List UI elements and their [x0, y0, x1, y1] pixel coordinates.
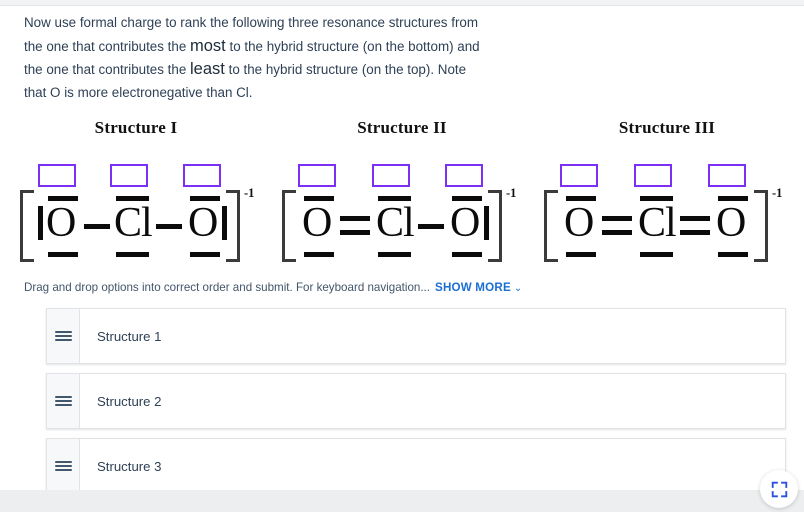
lone-pair-bottom-o2-1	[190, 252, 220, 257]
atom-o-right-1: O	[188, 200, 218, 246]
expand-button[interactable]	[760, 470, 798, 508]
lone-pair-top-o1-3	[566, 196, 596, 201]
atom-cl-1: Cl	[114, 200, 153, 246]
structure-1-formula: -1 O Cl O	[16, 144, 256, 262]
show-more-link[interactable]: SHOW MORE	[435, 281, 511, 294]
bracket-left-1	[20, 190, 34, 262]
structure-3: Structure III -1 O Cl	[542, 118, 792, 262]
prompt-line-4: the top). Note that O is more electroneg…	[24, 62, 467, 100]
list-item-label: Structure 3	[97, 458, 162, 474]
bracket-left-3	[544, 190, 558, 262]
structure-2-answer-boxes	[282, 164, 522, 188]
answer-box-3-3[interactable]	[708, 164, 746, 187]
resonance-structures: Structure I -1 O Cl	[0, 118, 804, 268]
bond-right-1	[156, 224, 182, 229]
bond-left-double-a-3	[602, 216, 632, 221]
lone-pair-top-cl-2	[378, 196, 411, 201]
atom-o-right-3: O	[716, 200, 746, 246]
list-item-label: Structure 1	[97, 328, 162, 344]
lone-pair-bar-right-2	[484, 206, 489, 240]
chevron-down-icon[interactable]: ⌄	[513, 283, 523, 294]
formal-charge-1: -1	[244, 186, 255, 200]
structure-1-answer-boxes	[16, 164, 256, 188]
lone-pair-top-o2-3	[718, 196, 748, 201]
question-page: Now use formal charge to rank the follow…	[0, 6, 804, 490]
drag-drop-instruction: Drag and drop options into correct order…	[24, 281, 522, 294]
lone-pair-bottom-o1-2	[304, 252, 334, 257]
answer-box-1-2[interactable]	[110, 164, 148, 187]
top-strip	[0, 0, 804, 6]
prompt-line-3a: bottom) and the one that contributes the	[24, 38, 480, 78]
lone-pair-top-o1-1	[48, 196, 78, 201]
lone-pair-bottom-cl-3	[640, 252, 673, 257]
atom-cl-2: Cl	[376, 200, 415, 246]
bond-left-double-a-2	[340, 216, 370, 221]
structure-1-title: Structure I	[94, 118, 178, 137]
prompt-line-2b: to the hybrid structure (on the	[225, 38, 405, 54]
formal-charge-3: -1	[772, 186, 783, 200]
bond-right-double-b-3	[680, 230, 710, 235]
drag-handle-icon[interactable]	[47, 439, 80, 490]
lone-pair-bottom-o1-1	[48, 252, 78, 257]
answer-box-3-1[interactable]	[560, 164, 598, 187]
structure-3-formula: -1 O Cl O	[542, 144, 792, 262]
lone-pair-bar-right-1	[222, 206, 227, 240]
prompt-line-3b: to the hybrid structure (on	[224, 62, 382, 77]
lone-pair-top-cl-1	[116, 196, 149, 201]
drag-drop-list: Structure 1 Structure 2 Structure 3	[46, 308, 786, 490]
atom-o-right-2: O	[450, 200, 480, 246]
atom-cl-3: Cl	[638, 200, 677, 246]
drag-handle-icon[interactable]	[47, 374, 80, 428]
lone-pair-bottom-o1-3	[566, 252, 596, 257]
bracket-right-1	[226, 190, 240, 262]
lone-pair-top-cl-3	[640, 196, 673, 201]
lone-pair-top-o2-2	[452, 196, 482, 201]
formal-charge-2: -1	[506, 186, 517, 200]
drag-handle-icon[interactable]	[47, 309, 80, 363]
atom-o-left-1: O	[46, 200, 76, 246]
bracket-right-3	[754, 190, 768, 262]
lone-pair-top-o2-1	[190, 196, 220, 201]
lone-pair-top-o1-2	[304, 196, 334, 201]
answer-box-3-2[interactable]	[634, 164, 672, 187]
bond-left-double-b-3	[602, 230, 632, 235]
lone-pair-bottom-o2-3	[718, 252, 748, 257]
prompt-line-1: Now use formal charge to rank the follow…	[24, 15, 448, 30]
answer-box-2-2[interactable]	[372, 164, 410, 187]
question-prompt: Now use formal charge to rank the follow…	[24, 12, 484, 104]
lone-pair-bottom-cl-1	[116, 252, 149, 257]
atom-o-left-2: O	[302, 200, 332, 246]
lone-pair-bottom-cl-2	[378, 252, 411, 257]
bracket-right-2	[488, 190, 502, 262]
structure-2: Structure II -1 O Cl	[282, 118, 522, 262]
prompt-line-2a: from the one that contributes the	[24, 15, 479, 54]
structure-2-formula: -1 O Cl O	[282, 144, 522, 262]
atom-o-left-3: O	[564, 200, 594, 246]
answer-box-1-3[interactable]	[183, 164, 221, 187]
lone-pair-bottom-o2-2	[452, 252, 482, 257]
prompt-emphasis-most: most	[190, 36, 226, 55]
bond-right-double-a-3	[680, 216, 710, 221]
list-item[interactable]: Structure 1	[46, 308, 786, 364]
structure-3-answer-boxes	[542, 164, 792, 188]
structure-1: Structure I -1 O Cl	[16, 118, 256, 262]
list-item-label: Structure 2	[97, 393, 162, 409]
bond-right-2	[418, 224, 444, 229]
expand-icon	[771, 481, 787, 497]
bond-left-double-b-2	[340, 230, 370, 235]
structure-3-title: Structure III	[618, 118, 716, 137]
list-item[interactable]: Structure 3	[46, 438, 786, 490]
bond-left-1	[84, 224, 110, 229]
answer-box-2-3[interactable]	[445, 164, 483, 187]
bracket-left-2	[282, 190, 296, 262]
answer-box-2-1[interactable]	[298, 164, 336, 187]
prompt-emphasis-least: least	[190, 60, 225, 78]
structure-2-title: Structure II	[357, 118, 447, 137]
lone-pair-bar-left-1	[38, 206, 43, 240]
list-item[interactable]: Structure 2	[46, 373, 786, 429]
drag-drop-instruction-text: Drag and drop options into correct order…	[24, 281, 431, 294]
answer-box-1-1[interactable]	[38, 164, 76, 187]
